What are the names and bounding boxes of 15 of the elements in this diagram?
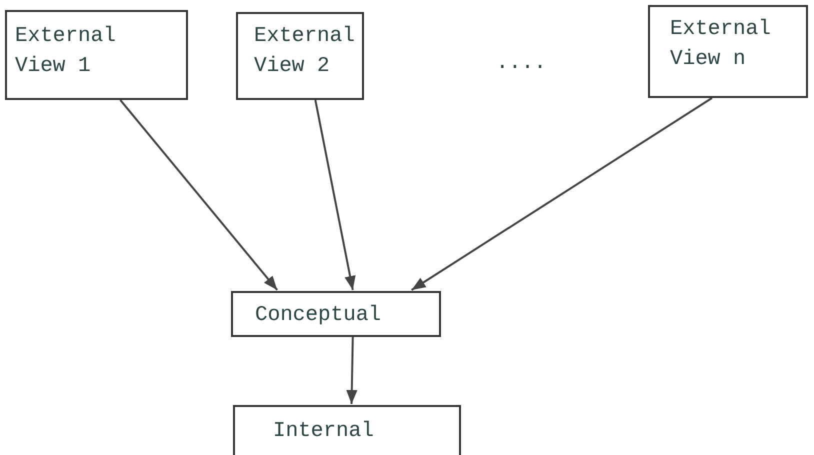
node-label: External View 1 bbox=[15, 24, 117, 80]
process-box bbox=[233, 405, 461, 455]
node-label: Internal bbox=[273, 419, 375, 445]
process-box bbox=[5, 10, 188, 100]
arrow bbox=[411, 97, 713, 291]
arrow bbox=[314, 100, 356, 290]
ellipsis-label: .... bbox=[496, 52, 546, 75]
node-label: External View 2 bbox=[254, 24, 354, 80]
arrow bbox=[120, 99, 278, 291]
process-box bbox=[231, 291, 441, 337]
process-box bbox=[236, 12, 364, 100]
node-label: Conceptual bbox=[255, 303, 382, 329]
arrow bbox=[346, 336, 358, 404]
node-label: External View n bbox=[670, 17, 772, 74]
process-box bbox=[648, 5, 808, 98]
